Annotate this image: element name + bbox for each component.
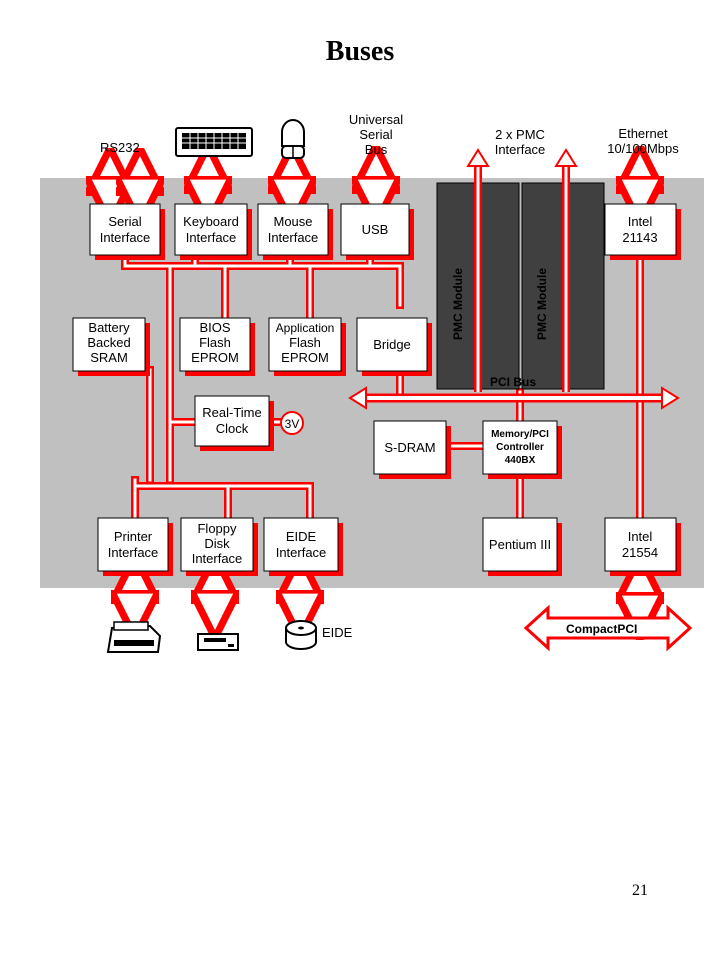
usb-block-label: USB: [362, 222, 389, 237]
pci-bus: PCI Bus: [348, 375, 680, 410]
keyboard-icon: [175, 127, 253, 157]
keyboard-interface-line-1: Keyboard: [183, 214, 239, 229]
mouse-interface-line-2: Interface: [268, 230, 319, 245]
sdram-block-label: S-DRAM: [384, 440, 435, 455]
eide-interface-line-2: Interface: [276, 545, 327, 560]
eth-ext-line-1: Ethernet: [618, 126, 668, 141]
printer-icon: [106, 621, 162, 653]
bridge-block: Bridge: [356, 317, 432, 376]
external-arrows: [110, 170, 640, 616]
slide-title: Buses: [325, 36, 395, 67]
memctrl-line-2: Controller: [496, 442, 544, 453]
eth-ext-line-2: 10/100Mbps: [607, 141, 679, 156]
bridge-block-label: Bridge: [373, 337, 411, 352]
intel-21554-line-2: 21554: [622, 545, 658, 560]
printer-interface-line-2: Interface: [108, 545, 159, 560]
pci-bus-label: PCI Bus: [490, 375, 536, 389]
mouse-interface-line-1: Mouse: [273, 214, 312, 229]
appflash-line-3: EPROM: [281, 350, 329, 365]
intel-21143-line-2: 21143: [622, 230, 657, 245]
pmc-external-label: 2 x PMC Interface: [495, 127, 546, 157]
pmc-module-1-label: PMC Module: [451, 268, 465, 340]
printer-interface-line-1: Printer: [114, 529, 153, 544]
intel-21143-line-1: Intel: [628, 214, 653, 229]
page-number: 21: [632, 882, 648, 899]
floppy-drive-icon: [197, 633, 239, 651]
serial-interface-line-2: Interface: [100, 230, 151, 245]
printer-interface-block: Printer Interface: [97, 517, 173, 576]
battery-sram-line-3: SRAM: [90, 350, 128, 365]
mouse-icon: [281, 119, 305, 159]
usb-ext-line-2: Serial: [359, 127, 392, 142]
eide-interface-block: EIDE Interface: [263, 517, 343, 576]
rtc-line-1: Real-Time: [202, 405, 261, 420]
appflash-line-1: Application: [276, 321, 335, 335]
floppy-line-2: Disk: [204, 536, 230, 551]
bios-line-3: EPROM: [191, 350, 239, 365]
intel-21143-block: Intel 21143: [604, 203, 681, 260]
floppy-line-1: Floppy: [197, 521, 237, 536]
memctrl-line-1: Memory/PCI: [491, 429, 549, 440]
sdram-block: S-DRAM: [373, 420, 451, 479]
battery-sram-line-1: Battery: [88, 320, 130, 335]
hard-disk-icon: [285, 620, 317, 650]
intel-21554-block: Intel 21554: [604, 517, 681, 576]
pmc-ext-line-2: Interface: [495, 142, 546, 157]
battery-3v: 3V: [280, 411, 304, 435]
usb-external-label: Universal Serial Bus: [349, 112, 403, 157]
keyboard-interface-block: Keyboard Interface: [174, 203, 252, 260]
bus-lines: [106, 164, 644, 522]
pentium-iii-block: Pentium III: [482, 517, 562, 576]
floppy-line-3: Interface: [192, 551, 243, 566]
bios-line-1: BIOS: [199, 320, 230, 335]
pmc-ext-line-1: 2 x PMC: [495, 127, 545, 142]
battery-sram-line-2: Backed: [87, 335, 130, 350]
usb-ext-line-1: Universal: [349, 112, 403, 127]
rs232-label: RS232: [100, 140, 140, 155]
pmc-module-2-label: PMC Module: [535, 268, 549, 340]
mouse-interface-block: Mouse Interface: [257, 203, 333, 260]
usb-ext-line-3: Bus: [365, 142, 388, 157]
pmc-lines-overlay: [474, 180, 570, 392]
bios-flash-eprom-block: BIOS Flash EPROM: [179, 317, 255, 376]
ethernet-external-label: Ethernet 10/100Mbps: [607, 126, 679, 156]
compactpci-bus: CompactPCI: [523, 604, 693, 652]
floppy-disk-interface-block: Floppy Disk Interface: [180, 517, 258, 576]
appflash-line-2: Flash: [289, 335, 321, 350]
memctrl-line-3: 440BX: [505, 455, 536, 466]
application-flash-eprom-block: Application Flash EPROM: [268, 317, 346, 376]
serial-interface-line-1: Serial: [108, 214, 141, 229]
eide-interface-line-1: EIDE: [286, 529, 317, 544]
rtc-line-2: Clock: [216, 421, 249, 436]
compactpci-label: CompactPCI: [566, 622, 637, 636]
serial-interface-block: Serial Interface: [89, 203, 165, 260]
real-time-clock-block: Real-Time Clock: [194, 395, 274, 451]
pentium-block-label: Pentium III: [489, 537, 551, 552]
battery-backed-sram-block: Battery Backed SRAM: [72, 317, 150, 376]
usb-block: USB: [340, 203, 414, 260]
keyboard-interface-line-2: Interface: [186, 230, 237, 245]
battery-3v-label: 3V: [285, 417, 300, 431]
eide-external-label: EIDE: [322, 625, 353, 640]
bios-line-2: Flash: [199, 335, 231, 350]
memory-pci-controller-block: Memory/PCI Controller 440BX: [482, 420, 562, 479]
intel-21554-line-1: Intel: [628, 529, 653, 544]
